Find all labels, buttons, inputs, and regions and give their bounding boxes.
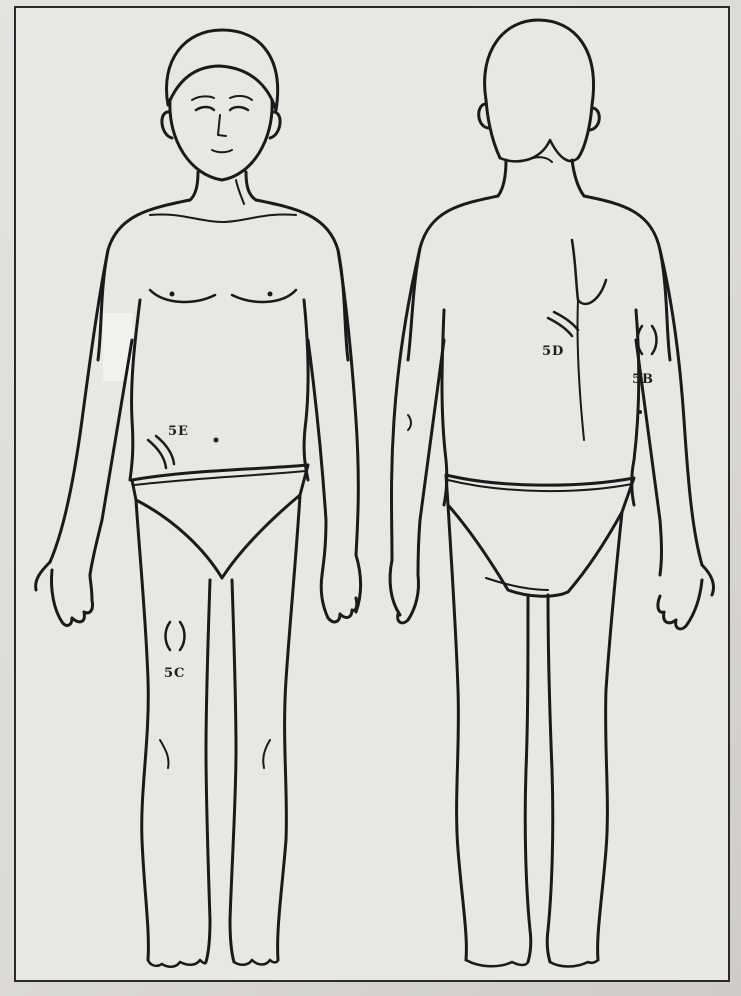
front-left-eye: [196, 107, 214, 110]
front-left-brow: [192, 96, 214, 100]
back-right-leg-inner: [547, 595, 553, 962]
front-neck-left: [190, 172, 198, 200]
front-chest-left: [150, 290, 215, 302]
back-briefs: [446, 475, 634, 596]
front-figure: [36, 30, 361, 967]
front-right-leg-inner: [230, 580, 236, 962]
front-neck-line: [236, 180, 244, 204]
front-right-leg-outer: [278, 495, 300, 960]
back-spine: [577, 300, 584, 440]
back-neck: [498, 160, 584, 196]
front-right-hand: [321, 555, 360, 622]
front-neck-right: [246, 172, 256, 200]
front-right-arm-inner: [308, 340, 326, 575]
back-left-foot: [466, 960, 528, 966]
front-left-leg-inner: [206, 580, 210, 962]
front-hair: [167, 30, 278, 110]
back-right-foot: [550, 960, 598, 967]
front-briefs-band: [134, 471, 306, 485]
label-5C: 5C: [164, 666, 185, 681]
back-scapula: [572, 240, 606, 304]
front-nose: [218, 115, 226, 136]
back-left-arm-outer: [392, 248, 421, 560]
mark-5E: [148, 436, 174, 468]
front-left-arm-inner: [90, 340, 132, 575]
back-left-elbow: [408, 415, 411, 430]
front-mouth: [212, 150, 232, 152]
mark-5B: [638, 326, 657, 354]
label-5E: 5E: [168, 424, 189, 439]
back-head: [485, 20, 594, 158]
back-left-hand: [390, 560, 418, 623]
front-right-brow: [230, 96, 252, 100]
front-left-foot: [148, 960, 206, 967]
front-left-leg-outer: [136, 500, 148, 960]
front-chest-right: [232, 290, 296, 302]
front-torso-right: [304, 300, 308, 480]
mark-5C: [166, 622, 185, 650]
label-5B: 5B: [632, 372, 654, 387]
front-left-arm-outer: [50, 250, 108, 562]
back-buttocks: [486, 578, 548, 590]
back-left-arm-inner: [418, 340, 444, 575]
back-neck-folds: [528, 157, 552, 162]
front-right-knee: [263, 740, 270, 768]
front-right-arm-outer: [338, 250, 358, 555]
front-face: [170, 100, 272, 180]
label-5D: 5D: [542, 344, 564, 359]
back-right-hand: [658, 565, 714, 629]
front-left-shoulder: [98, 200, 190, 360]
front-right-foot: [234, 960, 278, 965]
front-right-eye: [230, 107, 248, 110]
back-left-leg-inner: [525, 595, 531, 962]
back-figure: [390, 20, 713, 967]
back-left-shoulder: [408, 196, 498, 360]
front-right-shoulder: [256, 200, 348, 360]
front-left-hand: [36, 562, 93, 625]
front-torso-left: [130, 300, 140, 480]
back-right-leg-outer: [598, 512, 622, 960]
back-left-leg-outer: [448, 505, 466, 960]
front-left-knee: [160, 740, 169, 768]
mark-5D: [548, 312, 578, 336]
front-clavicle: [150, 214, 296, 222]
